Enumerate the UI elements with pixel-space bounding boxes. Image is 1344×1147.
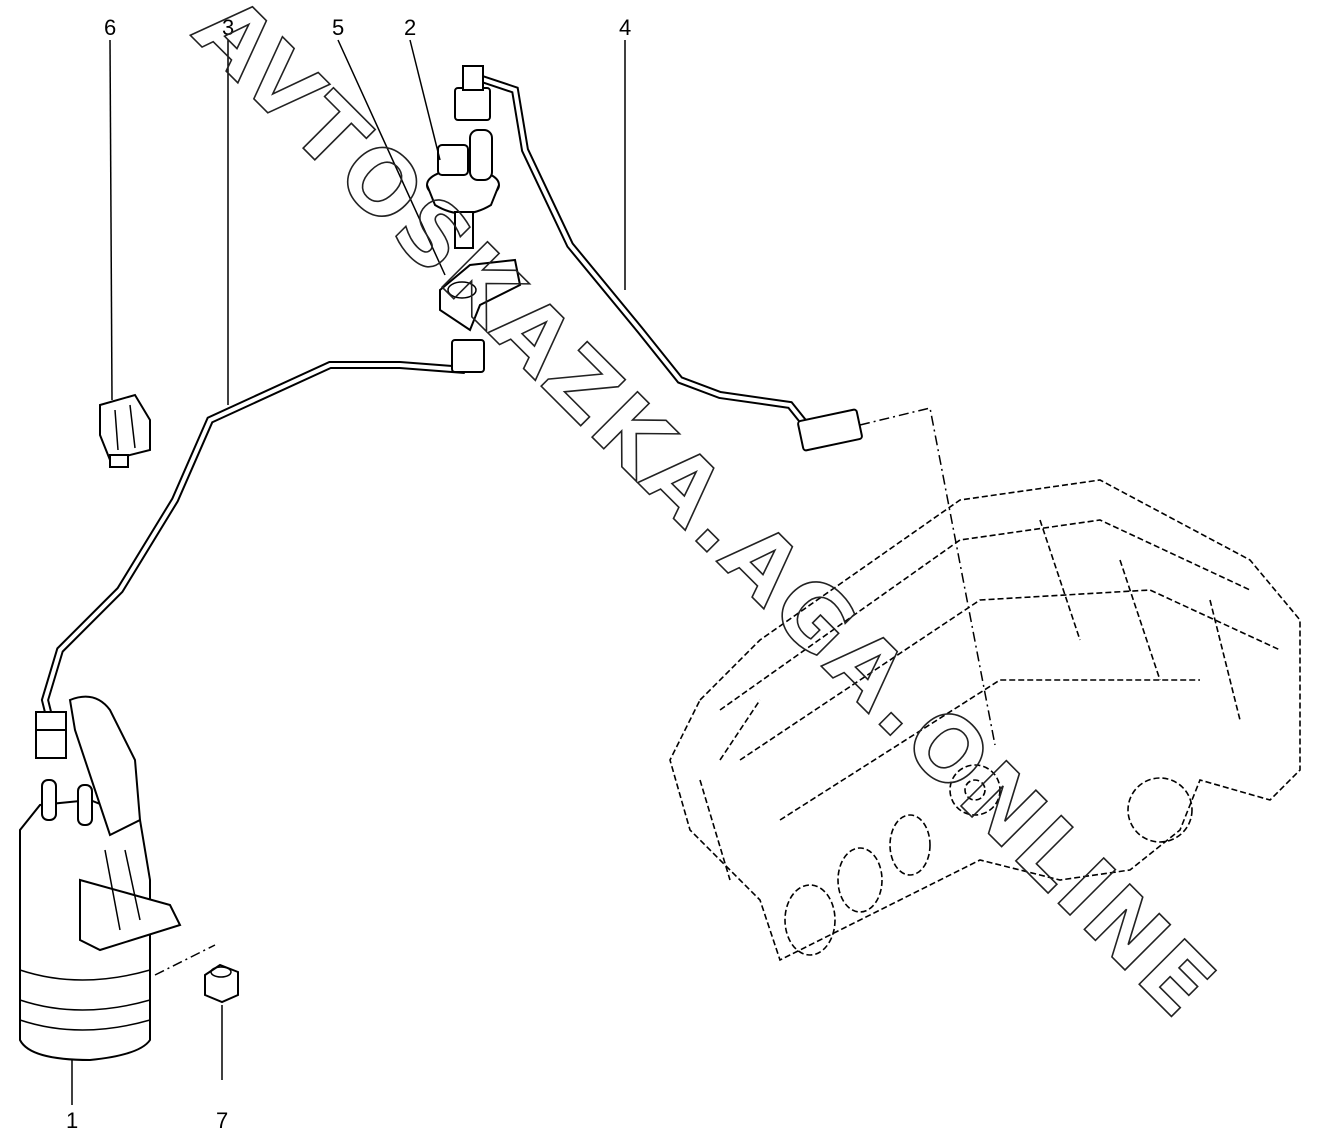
leader-lines <box>71 39 626 1105</box>
callout-1: 1 <box>66 1108 78 1133</box>
pipe-4 <box>454 65 863 452</box>
callout-6: 6 <box>104 15 116 40</box>
callout-4: 4 <box>619 15 631 40</box>
clip-6 <box>99 393 151 468</box>
intake-manifold <box>669 479 1301 962</box>
callout-5: 5 <box>332 15 344 40</box>
callout-7: 7 <box>216 1108 228 1133</box>
assembly-leader-line-7 <box>154 944 216 976</box>
solenoid-valve-2 <box>426 129 500 249</box>
pipe-3 <box>35 339 485 759</box>
bracket-5 <box>439 258 522 332</box>
callout-2: 2 <box>404 15 416 40</box>
callout-3: 3 <box>222 15 234 40</box>
nut-7 <box>204 963 239 1004</box>
assembly-leader-line <box>859 407 996 746</box>
canister-1 <box>19 695 182 1062</box>
watermark: AVTOSKAZKA.AGA.ONLINE <box>175 0 1237 1039</box>
